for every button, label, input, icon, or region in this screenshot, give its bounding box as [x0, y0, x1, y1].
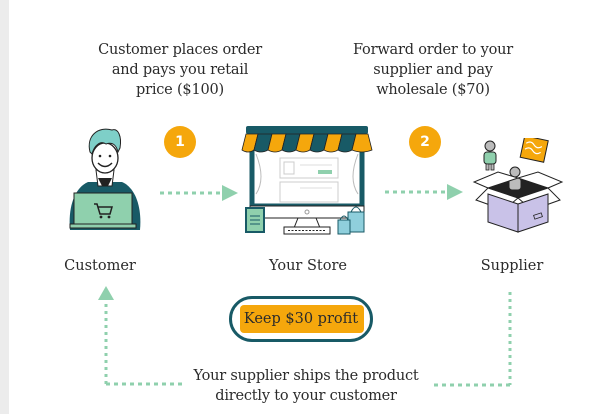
step-1-badge: 1 [164, 126, 196, 158]
shipping-line-2: directly to your customer [215, 388, 397, 404]
supplier-box-icon [472, 138, 564, 233]
supplier-label: Supplier [480, 258, 544, 274]
return-arrow-to-customer [98, 286, 182, 386]
shipping-line-1: Your supplier ships the product [193, 368, 419, 384]
step-2-badge: 2 [409, 126, 441, 158]
step-1-description: Customer places order and pays you retai… [80, 40, 280, 100]
profit-badge: Keep $30 profit [229, 296, 373, 342]
step-1-line-2: and pays you retail [111, 62, 249, 78]
online-store-icon [241, 126, 373, 235]
step-2-line-2: supplier and pay [373, 62, 493, 78]
profit-paint-stroke [240, 305, 364, 333]
arrow-customer-to-store [160, 185, 238, 201]
step-1-line-3: price ($100) [136, 82, 224, 98]
return-line-from-supplier [434, 292, 512, 387]
step-2-description: Forward order to your supplier and pay w… [338, 40, 528, 100]
store-label: Your Store [269, 258, 347, 274]
step-1-line-1: Customer places order [98, 42, 262, 58]
step-2-line-1: Forward order to your [352, 42, 514, 58]
customer-laptop-icon [69, 128, 141, 230]
shipping-description: Your supplier ships the product directly… [176, 366, 436, 406]
left-edge-strip [0, 0, 9, 414]
arrow-store-to-supplier [385, 184, 463, 200]
profit-label: Keep $30 profit [243, 311, 359, 327]
step-2-line-3: wholesale ($70) [376, 82, 490, 98]
customer-label: Customer [64, 258, 136, 274]
